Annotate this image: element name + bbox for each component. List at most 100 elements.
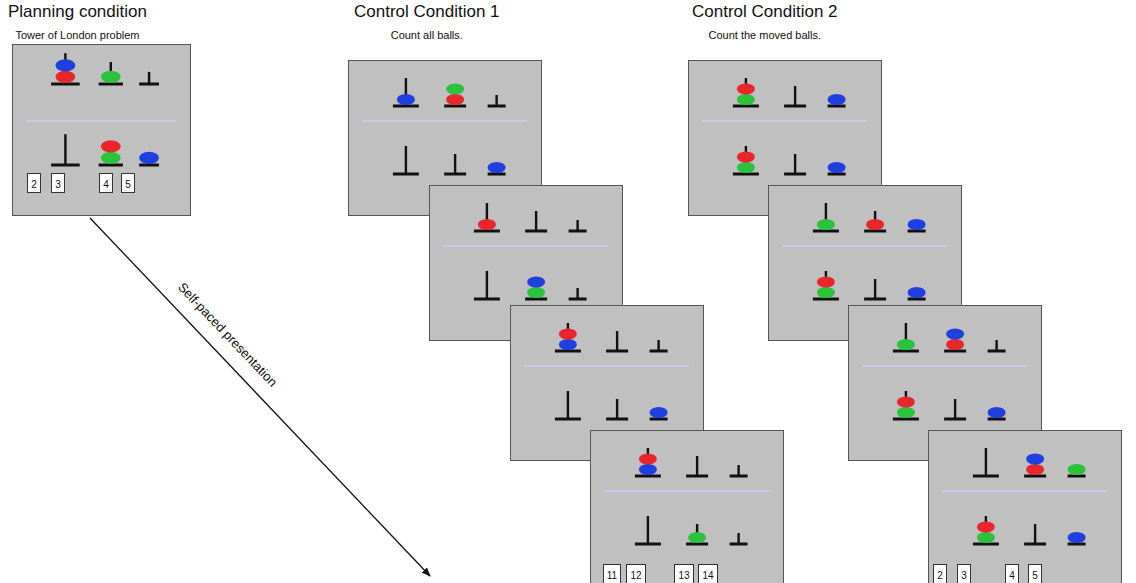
peg-base	[635, 543, 661, 546]
ball	[1068, 532, 1086, 543]
peg-base	[973, 475, 999, 478]
number-box: 4	[99, 173, 113, 193]
ball	[988, 407, 1006, 418]
peg	[696, 456, 698, 476]
ball	[446, 94, 464, 105]
peg-base	[569, 230, 587, 233]
number-label: 13	[678, 570, 689, 581]
ball	[977, 521, 995, 532]
divider-line	[443, 245, 608, 247]
ball	[101, 71, 121, 83]
peg-base	[784, 105, 806, 108]
screen-panel: Control Condition 1Count all balls.	[348, 60, 541, 215]
ball	[56, 71, 76, 83]
number-label: 2	[31, 179, 37, 190]
peg	[64, 134, 66, 165]
ball	[559, 339, 577, 350]
screen-panel	[591, 431, 784, 583]
divider-line	[362, 120, 527, 122]
peg-base	[1024, 543, 1046, 546]
arrow-label: Self-paced presentation	[175, 279, 280, 389]
peg	[148, 72, 150, 84]
condition-header: Control Condition 1Count all balls.	[354, 2, 500, 42]
peg-base	[606, 350, 628, 353]
ball	[639, 464, 657, 475]
peg-base	[555, 418, 581, 421]
peg	[405, 146, 407, 174]
peg-base	[51, 164, 80, 167]
ball	[817, 219, 835, 230]
peg-base	[525, 230, 547, 233]
ball	[56, 59, 76, 71]
peg	[737, 465, 739, 476]
peg	[737, 533, 739, 544]
number-label: 5	[125, 179, 131, 190]
ball	[488, 162, 506, 173]
screen-panel	[929, 431, 1122, 583]
peg	[616, 331, 618, 351]
peg	[454, 154, 456, 174]
peg	[567, 391, 569, 419]
number-label: 14	[702, 570, 713, 581]
divider-line	[782, 245, 947, 247]
peg	[874, 279, 876, 299]
number-box: 2	[27, 173, 41, 193]
condition-instruction: Tower of London problem	[8, 28, 147, 42]
condition-instruction: Count the moved balls.	[692, 28, 838, 42]
timeline-arrow	[90, 218, 430, 576]
peg	[794, 86, 796, 106]
peg	[985, 448, 987, 476]
number-box: 13	[674, 564, 693, 583]
ball	[946, 339, 964, 350]
divider-line	[26, 120, 176, 122]
ball	[446, 83, 464, 94]
peg-base	[488, 105, 506, 108]
ball	[908, 287, 926, 298]
divider-line	[604, 490, 769, 492]
screen-panel: Planning conditionTower of London proble…	[12, 44, 190, 215]
number-box: 4	[1005, 564, 1019, 583]
peg-base	[988, 350, 1006, 353]
condition-header: Control Condition 2Count the moved balls…	[692, 2, 838, 42]
divider-line	[942, 490, 1107, 492]
peg	[616, 399, 618, 419]
number-label: 5	[1032, 570, 1038, 581]
ball	[1068, 464, 1086, 475]
ball	[101, 152, 121, 164]
ball	[650, 407, 668, 418]
divider-line	[862, 365, 1027, 367]
ball	[897, 339, 915, 350]
condition-title: Planning condition	[8, 2, 147, 22]
peg	[576, 220, 578, 231]
peg-base	[569, 298, 587, 301]
peg	[576, 288, 578, 299]
ball	[908, 219, 926, 230]
ball	[397, 94, 415, 105]
number-label: 3	[55, 179, 61, 190]
number-box: 3	[957, 564, 971, 583]
number-box: 14	[698, 564, 717, 583]
peg	[794, 154, 796, 174]
divider-line	[702, 120, 867, 122]
peg-base	[606, 418, 628, 421]
peg-base	[864, 298, 886, 301]
number-label: 12	[630, 570, 641, 581]
peg	[1034, 524, 1036, 544]
ball	[737, 151, 755, 162]
number-box: 3	[51, 173, 65, 193]
number-label: 3	[961, 570, 967, 581]
peg-base	[686, 475, 708, 478]
ball	[139, 152, 159, 164]
peg-base	[944, 418, 966, 421]
peg-base	[784, 173, 806, 176]
peg-base	[474, 298, 500, 301]
screen-panel	[13, 45, 191, 216]
ball	[527, 287, 545, 298]
ball	[737, 94, 755, 105]
peg-base	[650, 350, 668, 353]
ball	[527, 276, 545, 287]
ball	[897, 407, 915, 418]
ball	[897, 396, 915, 407]
ball	[817, 287, 835, 298]
